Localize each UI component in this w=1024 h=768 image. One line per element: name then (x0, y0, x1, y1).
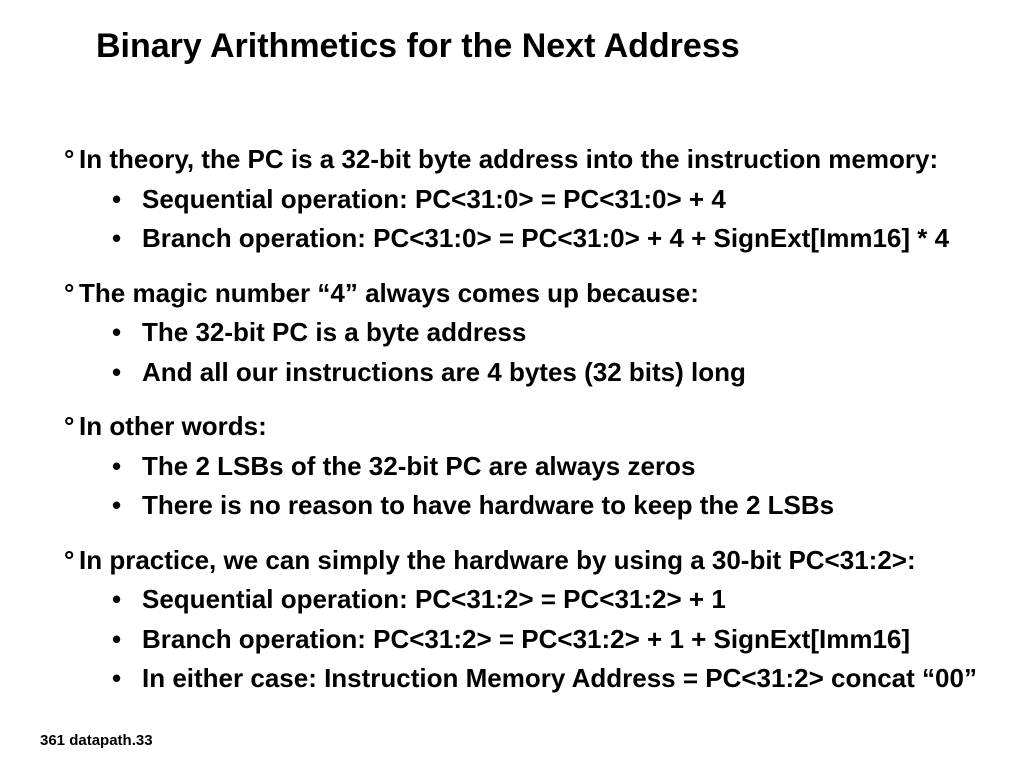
dot-bullet-icon: • (112, 623, 122, 654)
slide-footer-page-label: 361 datapath.33 (40, 732, 153, 749)
bullet-text: In practice, we can simply the hardware … (79, 544, 916, 575)
dot-bullet-icon: • (112, 317, 122, 347)
bullet-item-level2: • The 2 LSBs of the 32-bit PC are always … (0, 447, 1024, 487)
dot-bullet-icon: • (112, 490, 122, 520)
bullet-item-level2: • The 32-bit PC is a byte address (0, 313, 1024, 353)
bullet-text: And all our instructions are 4 bytes (32… (142, 356, 746, 387)
bullet-item-level2: • Sequential operation: PC<31:2> = PC<31:… (0, 580, 1024, 620)
dot-bullet-icon: • (112, 356, 122, 387)
bullet-text: In theory, the PC is a 32-bit byte addre… (79, 144, 939, 174)
dot-bullet-icon: • (112, 663, 122, 693)
bullet-item-level2: • There is no reason to have hardware to … (0, 486, 1024, 526)
bullet-content: °In theory, the PC is a 32-bit byte addr… (0, 140, 1024, 714)
bullet-text: In either case: Instruction Memory Addre… (142, 663, 977, 693)
bullet-text: The 32-bit PC is a byte address (142, 317, 527, 347)
bullet-item-level2: • And all our instructions are 4 bytes (3… (0, 353, 1024, 393)
bullet-text: Sequential operation: PC<31:0> = PC<31:0… (142, 183, 726, 214)
bullet-text: There is no reason to have hardware to k… (142, 490, 835, 520)
bullet-item-level2: • In either case: Instruction Memory Addr… (0, 659, 1024, 699)
degree-bullet-icon: ° (64, 277, 75, 308)
bullet-text: Branch operation: PC<31:0> = PC<31:0> + … (142, 223, 950, 253)
bullet-item-level1: °In other words: (0, 407, 1024, 447)
bullet-item-level1: °In practice, we can simply the hardware… (0, 541, 1024, 581)
dot-bullet-icon: • (112, 223, 122, 253)
dot-bullet-icon: • (112, 584, 122, 614)
dot-bullet-icon: • (112, 450, 122, 481)
bullet-block-1: °In theory, the PC is a 32-bit byte addr… (0, 140, 1024, 259)
dot-bullet-icon: • (112, 183, 122, 214)
bullet-text: In other words: (79, 411, 267, 441)
bullet-item-level1: °The magic number “4” always comes up be… (0, 274, 1024, 314)
bullet-block-4: °In practice, we can simply the hardware… (0, 541, 1024, 699)
bullet-block-3: °In other words:•The 2 LSBs of the 32-bi… (0, 407, 1024, 526)
bullet-block-2: °The magic number “4” always comes up be… (0, 274, 1024, 393)
bullet-text: The magic number “4” always comes up bec… (79, 277, 699, 308)
slide-title: Binary Arithmetics for the Next Address (96, 27, 740, 65)
bullet-item-level2: • Branch operation: PC<31:0> = PC<31:0> +… (0, 219, 1024, 259)
degree-bullet-icon: ° (64, 544, 75, 575)
bullet-item-level2: • Branch operation: PC<31:2> = PC<31:2> +… (0, 620, 1024, 660)
bullet-item-level2: • Sequential operation: PC<31:0> = PC<31:… (0, 180, 1024, 220)
bullet-text: The 2 LSBs of the 32-bit PC are always z… (142, 450, 696, 481)
bullet-text: Branch operation: PC<31:2> = PC<31:2> + … (142, 623, 911, 654)
bullet-text: Sequential operation: PC<31:2> = PC<31:2… (142, 584, 726, 614)
bullet-item-level1: °In theory, the PC is a 32-bit byte addr… (0, 140, 1024, 180)
degree-bullet-icon: ° (64, 144, 75, 174)
degree-bullet-icon: ° (64, 411, 75, 441)
